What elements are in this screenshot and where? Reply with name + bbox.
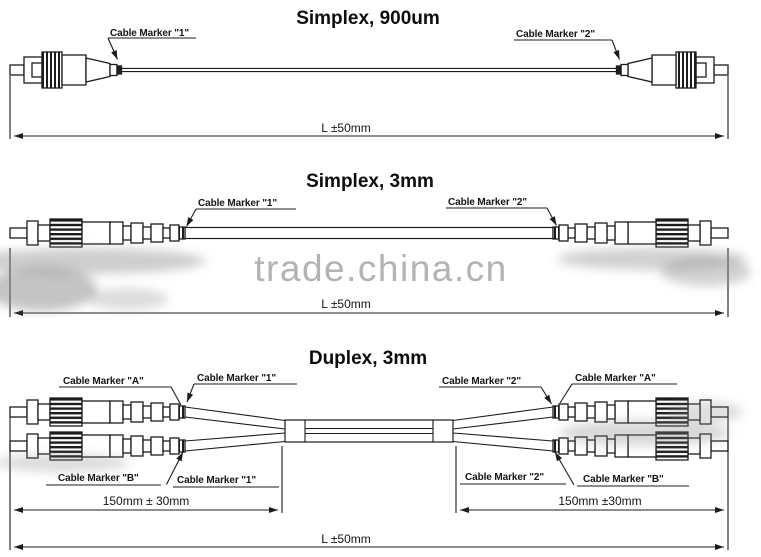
fc-connector-left [9,218,186,248]
marker-1-top-left-label: Cable Marker "1" [197,373,276,384]
diagram-title: Simplex, 3mm [306,171,434,192]
marker-a-top-right-leader [559,383,573,404]
cable-marker-1-label: Cable Marker "1" [198,198,277,209]
breakout-extension-lines [281,446,457,513]
breakout-split-left [184,406,286,452]
marker-1-bottom-left-leader [166,451,184,485]
marker-a-top-right-label: Cable Marker "A" [575,373,656,384]
fc-connector-top-left [9,397,186,427]
cable-marker-2-label: Cable Marker "2" [448,197,527,208]
fc-connector-right [615,51,729,89]
cable-marker-2-leader [546,207,557,226]
extension-lines [9,76,729,139]
cable-marker-2-label: Cable Marker "2" [516,29,595,40]
breakout-split-right [452,406,554,452]
fiber-cable [184,226,554,240]
marker-2-bottom-right-label: Cable Marker "2" [465,472,544,483]
length-dimension-label: L ±50mm [321,121,371,135]
diagram-title: Duplex, 3mm [309,348,427,369]
watermark-blobs [0,401,743,472]
watermark-text: trade.china.cn [254,248,507,289]
extension-lines [9,417,729,550]
cable-marker-1-label: Cable Marker "1" [110,28,189,39]
marker-1-bottom-left-label: Cable Marker "1" [177,475,256,486]
duplex-3mm-diagram: Duplex, 3mm Cable Marker "A" Cable Marke… [0,348,743,550]
breakout-dimension-left-label: 150mm ± 30mm [103,494,190,508]
cable-marker-1-leader [186,208,197,227]
marker-a-top-left-leader [170,386,182,406]
length-dimension-label: L ±50mm [321,532,371,546]
fiber-cable [122,67,616,73]
cable-marker-2-leader [611,39,621,60]
marker-b-bottom-right-label: Cable Marker "B" [583,474,664,485]
watermark-blobs [0,248,751,311]
marker-1-top-left-leader [186,383,195,403]
duplex-jacket [284,419,454,443]
marker-b-bottom-right-leader [554,451,575,486]
marker-a-top-left-label: Cable Marker "A" [63,376,144,387]
fc-connector-right [552,218,729,248]
marker-b-bottom-left-label: Cable Marker "B" [58,473,139,484]
fc-connector-left [9,51,123,89]
simplex-3mm-diagram: Simplex, 3mm Cable Marker "1" Cable Mark… [0,171,751,317]
cable-marker-1-leader [107,37,119,60]
duplex-jacket-detail [304,420,434,442]
simplex-900um-diagram: Simplex, 900um Cable Marker "1" Cable Ma… [9,8,729,139]
length-dimension-label: L ±50mm [321,297,371,311]
breakout-dimension-right-label: 150mm ±30mm [558,494,641,508]
marker-2-top-right-leader [540,386,552,405]
marker-2-top-right-label: Cable Marker "2" [442,376,521,387]
diagram-title: Simplex, 900um [296,8,440,29]
